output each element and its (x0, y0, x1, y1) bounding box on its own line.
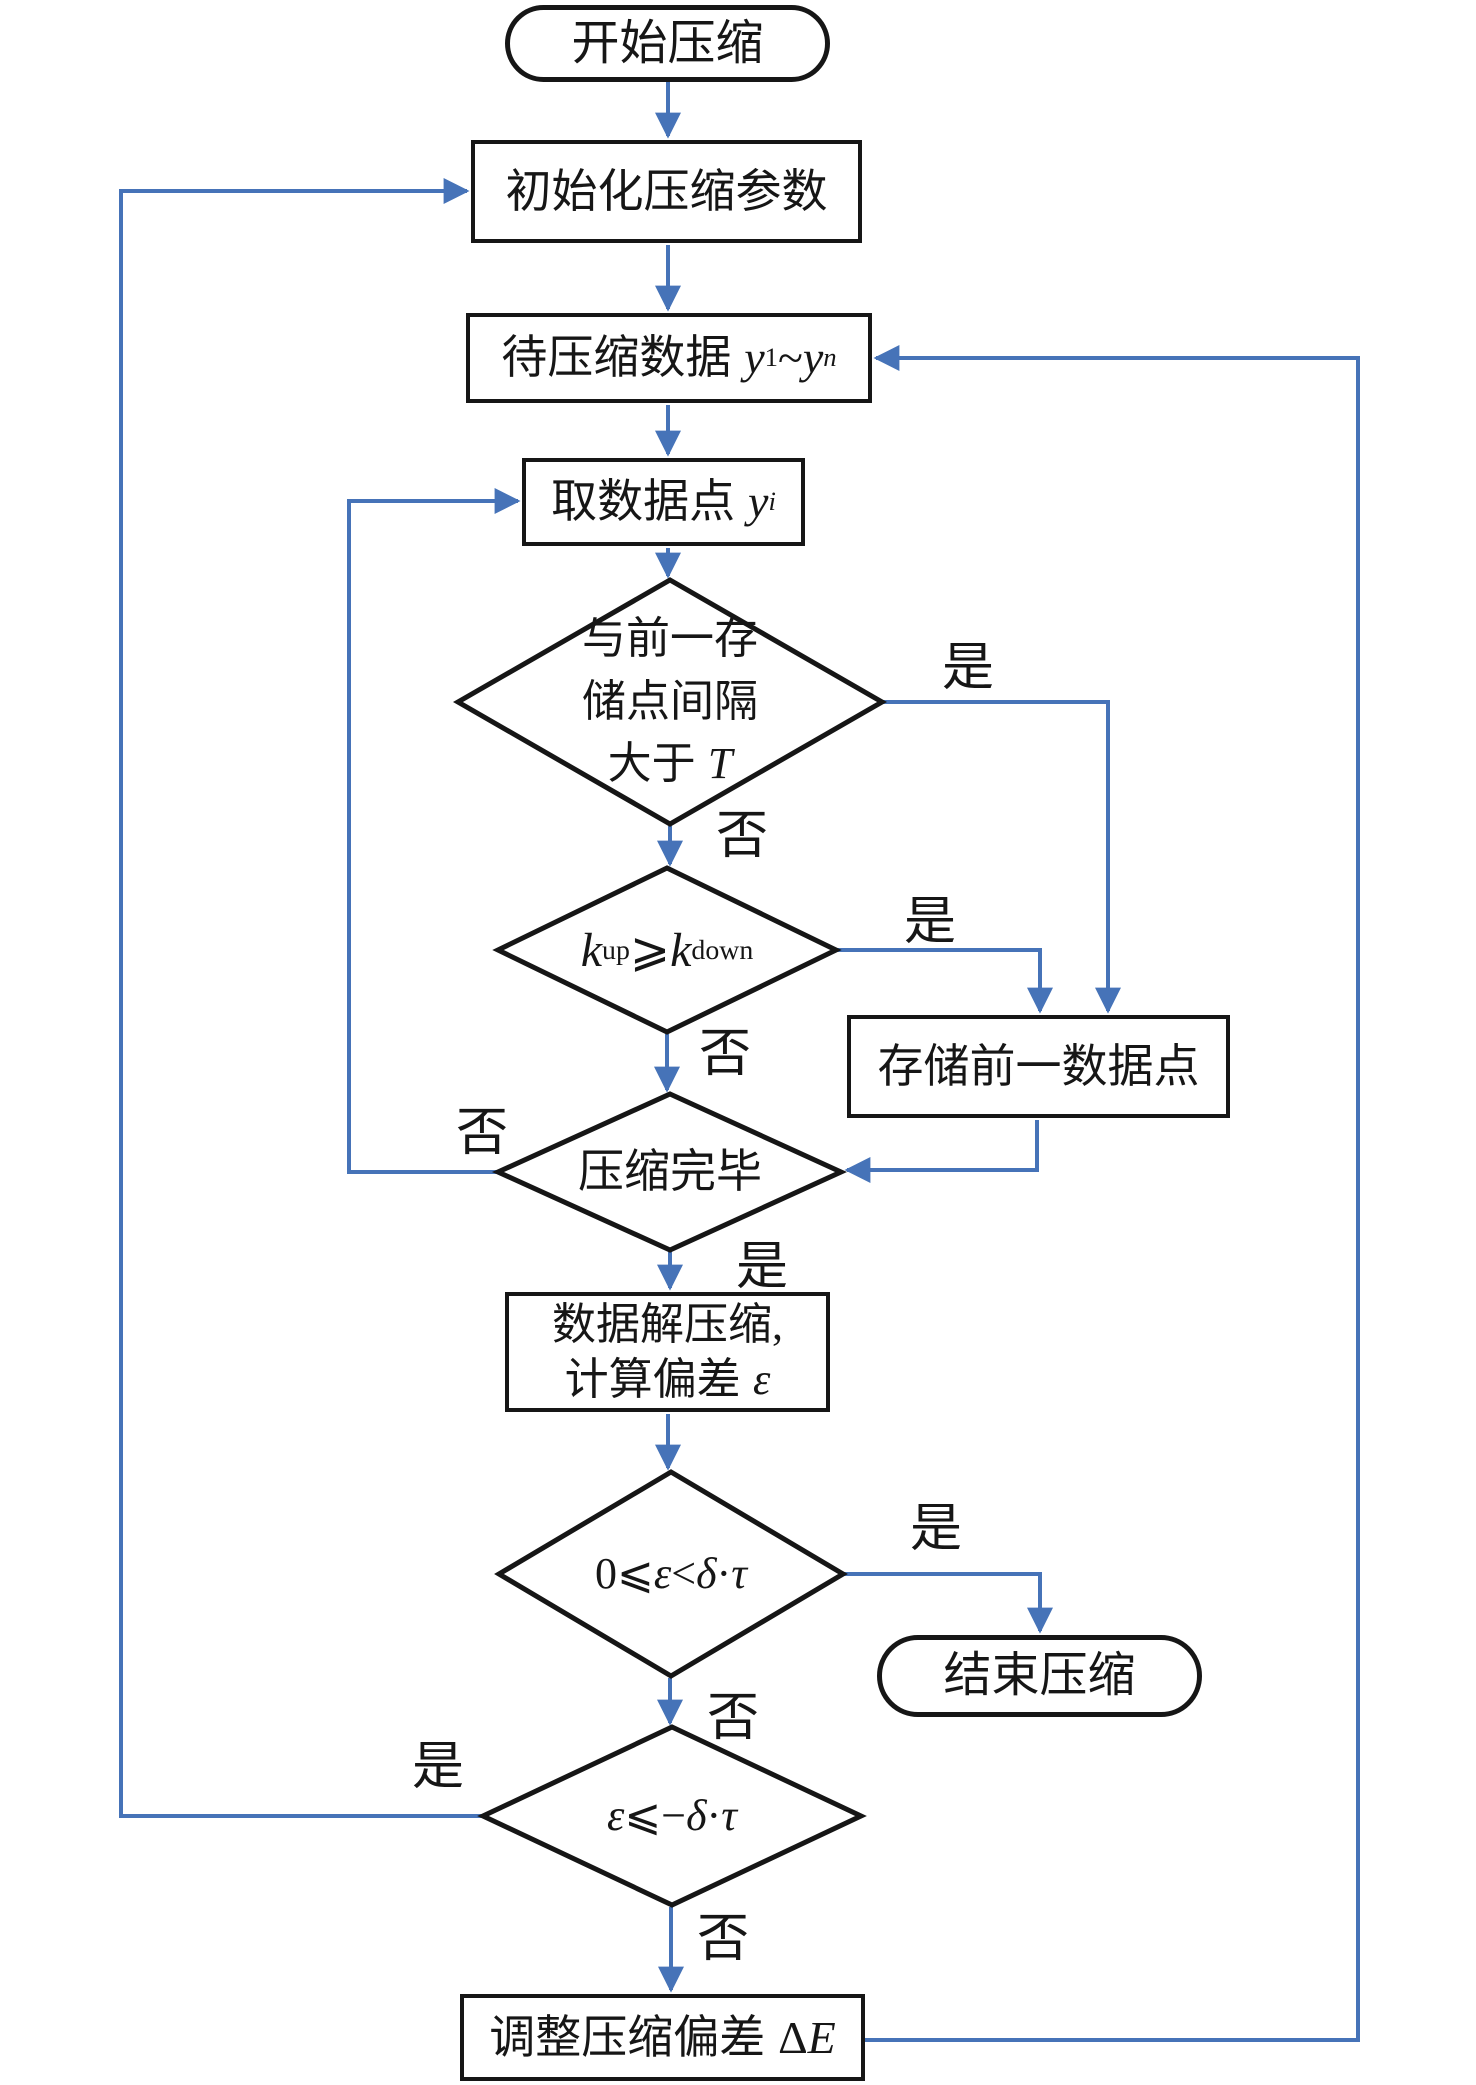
eps-lower-dot: · (706, 1790, 722, 1840)
tilde: ~ (777, 332, 803, 384)
decision-eps-upper-text: 0⩽ε<δ·τ (520, 1543, 822, 1605)
eps-upper-dot: · (716, 1548, 732, 1598)
terminal-start: 开始压缩 (505, 5, 830, 82)
sub-i: i (768, 486, 776, 517)
eps-upper-delta: δ (696, 1548, 717, 1598)
process-store-prev-point: 存储前一数据点 (847, 1015, 1230, 1118)
terminal-end: 结束压缩 (877, 1635, 1202, 1717)
var-delta: Δ (778, 2011, 808, 2063)
terminal-start-label: 开始压缩 (571, 16, 764, 70)
eps-upper-t1: 0⩽ (595, 1548, 654, 1598)
label-done-no: 否 (455, 1104, 508, 1162)
process-input-label: 待压缩数据 (501, 332, 732, 384)
decision-done-shape (491, 1091, 848, 1253)
decision-interval-line2: 储点间隔 (582, 676, 758, 726)
process-decompress-line1: 数据解压缩, (552, 1300, 783, 1349)
process-take-label: 取数据点 (551, 476, 736, 528)
sub-n: n (823, 342, 837, 373)
label-interval-yes: 是 (941, 639, 994, 697)
label-done-yes: 是 (735, 1238, 788, 1296)
eps-upper-lt: < (671, 1548, 697, 1598)
process-decompress-line2-text: 计算偏差 (564, 1355, 741, 1404)
edge-adjust-loop-input (865, 345, 1360, 2042)
var-epsilon: ε (752, 1355, 771, 1404)
decision-eps-lower-shape (477, 1724, 867, 1908)
eps-lower-delta: δ (686, 1790, 707, 1840)
decision-interval-line3-text: 大于 (607, 739, 696, 789)
sub-down: down (691, 935, 754, 967)
decision-eps-lower-text: ε⩽−δ·τ (512, 1785, 832, 1847)
decision-eps-upper-shape (494, 1469, 848, 1679)
edge-store-to-done (844, 1120, 1039, 1183)
eps-upper-tau: τ (731, 1548, 747, 1598)
label-interval-no: 否 (715, 807, 768, 865)
var-yi: y (748, 476, 769, 528)
terminal-end-label: 结束压缩 (943, 1649, 1136, 1702)
var-k-up: k (580, 923, 603, 977)
edge-interval-yes-store (882, 700, 1121, 1014)
decision-done-label: 压缩完毕 (578, 1146, 762, 1198)
var-yn: y (802, 332, 824, 384)
eps-lower-tau: τ (721, 1790, 737, 1840)
sub-up: up (602, 935, 630, 967)
edge-epsupper-yes-end (843, 1572, 1053, 1634)
var-y1: y (744, 332, 765, 384)
eps-lower-leq-minus: ⩽− (624, 1790, 687, 1840)
eps-upper-epsilon: ε (653, 1548, 672, 1598)
process-adjust-label: 调整压缩偏差 (489, 2011, 766, 2063)
label-eps-lower-no: 否 (696, 1910, 749, 1968)
label-eps-lower-yes: 是 (411, 1738, 464, 1796)
process-init-label: 初始化压缩参数 (505, 165, 828, 217)
edge-slope-yes-store (836, 948, 1053, 1014)
var-E: E (807, 2011, 836, 2063)
label-eps-upper-yes: 是 (909, 1500, 962, 1558)
edge-epslower-yes-loop (119, 178, 483, 1818)
var-k-down: k (670, 923, 692, 977)
label-slope-no: 否 (698, 1025, 751, 1083)
edge-done-no-loop (347, 488, 521, 1174)
decision-slope-shape (492, 865, 842, 1035)
decision-interval-shape (452, 577, 888, 827)
sub-1: 1 (764, 342, 778, 373)
process-init-params: 初始化压缩参数 (471, 140, 862, 243)
label-eps-upper-no: 否 (706, 1689, 759, 1747)
decision-done-text: 压缩完毕 (540, 1141, 800, 1203)
process-store-label: 存储前一数据点 (877, 1040, 1200, 1092)
eps-lower-epsilon: ε (607, 1790, 625, 1840)
var-T: T (707, 739, 733, 789)
geq-operator: ⩾ (629, 923, 671, 977)
decision-interval-line1: 与前一存 (582, 614, 758, 664)
label-slope-yes: 是 (903, 893, 956, 951)
